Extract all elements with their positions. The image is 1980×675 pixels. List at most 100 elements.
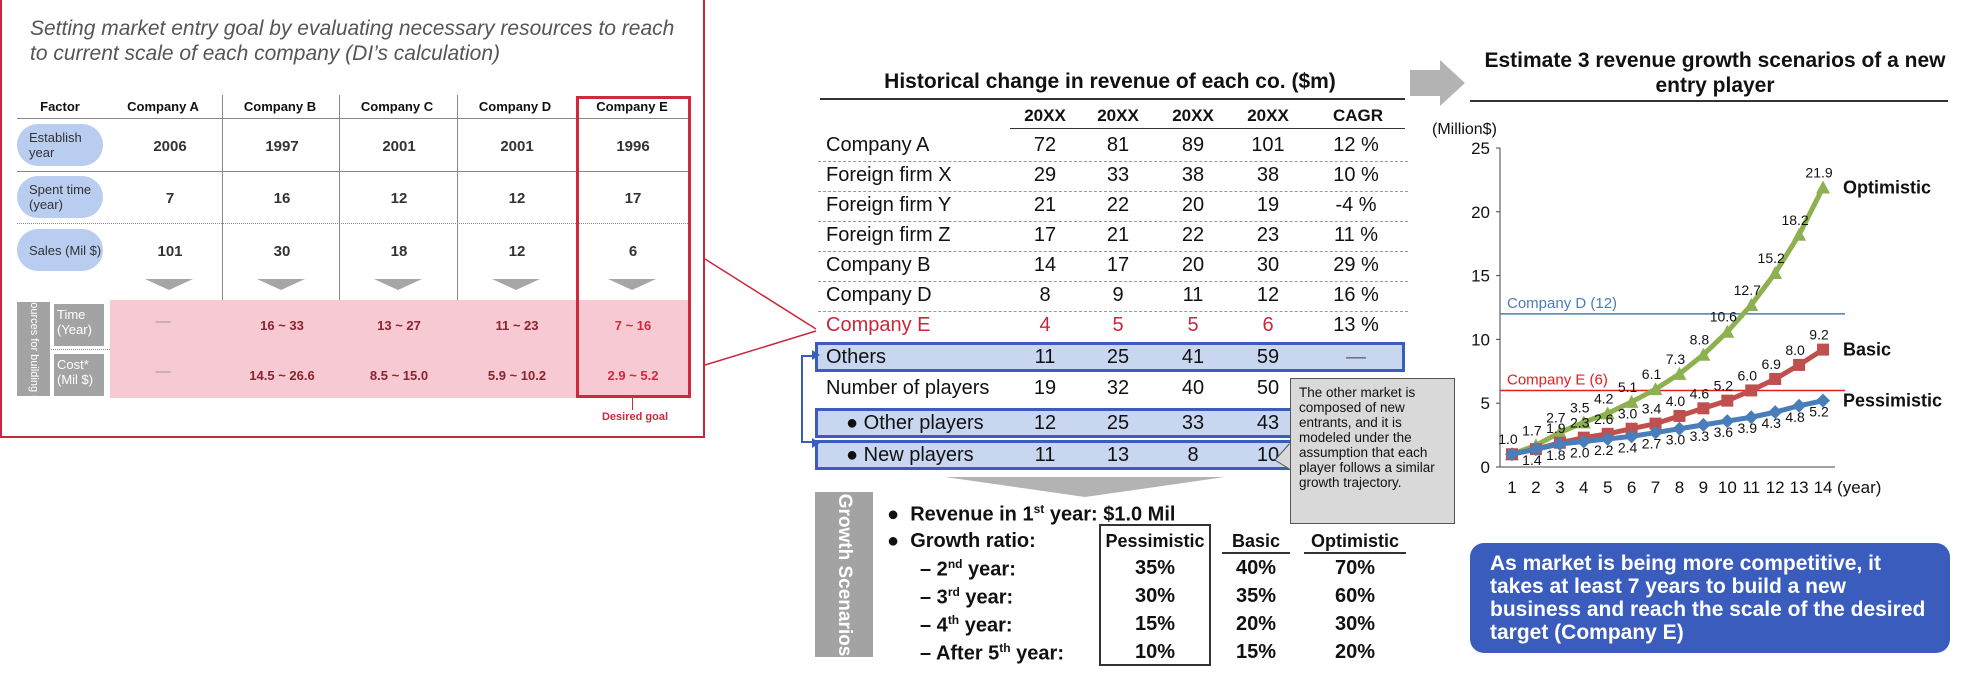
data-point: [1721, 394, 1734, 407]
cell: 6: [1262, 314, 1274, 336]
cell: 50: [1256, 377, 1280, 399]
row-label: Company B: [826, 254, 931, 276]
cell: 30: [1256, 254, 1280, 276]
y-tick-label: 0: [1481, 458, 1490, 477]
data-label: 2.7: [1546, 410, 1566, 426]
cell-cagr: 10 %: [1333, 164, 1379, 186]
col-header: 20XX: [1024, 106, 1066, 125]
cell-cagr: 13 %: [1333, 314, 1379, 336]
cell: 33: [1106, 164, 1130, 186]
data-point: [1792, 398, 1807, 413]
cell: 59: [1256, 346, 1280, 368]
ratio-row-label: – 4th year:: [920, 613, 1013, 637]
establish-year-b: 1997: [265, 138, 299, 155]
data-label: 3.5: [1570, 399, 1590, 415]
cell-cagr: 12 %: [1333, 134, 1379, 156]
row-label: Company E: [826, 314, 931, 336]
data-label: 3.6: [1714, 424, 1734, 440]
header-rule: [1010, 128, 1405, 129]
cell: 9: [1112, 284, 1124, 306]
table-row-players: Number of players 19 32 40 50: [818, 374, 1408, 404]
spent-time-a: 7: [165, 190, 175, 207]
cell: 22: [1181, 224, 1205, 246]
data-point: [1696, 417, 1711, 432]
data-label: 4.3: [1761, 415, 1781, 431]
cell: 19: [1033, 377, 1057, 399]
data-label: 2.4: [1618, 439, 1638, 455]
cell: 25: [1106, 346, 1130, 368]
data-point: [1768, 405, 1783, 420]
ratio-cell: 20%: [1334, 641, 1376, 663]
cell: 29: [1033, 164, 1057, 186]
data-label: 3.4: [1642, 401, 1662, 417]
data-label: 1.9: [1546, 420, 1566, 436]
data-label: 18.2: [1781, 212, 1808, 228]
x-tick-label: 10: [1718, 478, 1737, 497]
y-tick-label: 5: [1481, 394, 1490, 413]
data-point: [1720, 324, 1735, 338]
data-label: 5.2: [1714, 378, 1734, 394]
sales-b: 30: [273, 243, 291, 260]
data-label: 3.0: [1666, 432, 1686, 448]
sales-a: 101: [157, 243, 183, 260]
data-point: [1672, 421, 1687, 436]
cost-d: 5.9 ~ 10.2: [487, 368, 547, 383]
cell: 101: [1251, 134, 1285, 156]
establish-year-a: 2006: [153, 138, 187, 155]
desired-goal-label: Desired goal: [601, 411, 669, 423]
header-company-e: Company E: [596, 99, 668, 114]
arrow-right-icon: [812, 350, 820, 360]
cell: 8: [1039, 284, 1051, 306]
establish-year-e: 1996: [616, 138, 650, 155]
data-point: [1816, 180, 1831, 194]
data-label: 6.1: [1642, 366, 1662, 382]
cell: 38: [1256, 164, 1280, 186]
row-rule: [17, 171, 690, 172]
cell: 32: [1106, 377, 1130, 399]
ratio-cell: 10%: [1134, 641, 1176, 663]
table-row: Foreign firm X 29 33 38 38 10 %: [818, 161, 1408, 192]
cell: 12: [1033, 412, 1057, 434]
header-company-d: Company D: [478, 99, 552, 114]
others-bracket: [801, 355, 815, 443]
pessimistic-box: [1099, 524, 1211, 666]
arrow-right-icon: [1410, 60, 1465, 106]
row-rule: [17, 223, 690, 224]
label-spent-time: Spent time (year): [17, 176, 103, 218]
ratio-cell: 20%: [1235, 613, 1277, 635]
column-divider: [339, 95, 340, 398]
arrow-right-icon: [812, 438, 820, 448]
cell-cagr: —: [1346, 346, 1366, 368]
conclusion-note: As market is being more competitive, it …: [1470, 543, 1950, 653]
data-label: 6.0: [1738, 367, 1758, 383]
growth-ratio-label: ● Growth ratio:: [887, 530, 1036, 552]
data-point: [1624, 429, 1639, 444]
series-name-label: Optimistic: [1843, 178, 1931, 198]
revenue-table-title: Historical change in revenue of each co.…: [884, 70, 1336, 93]
x-tick-label: 9: [1699, 478, 1708, 497]
cell: 21: [1106, 224, 1130, 246]
series-name-label: Basic: [1843, 340, 1891, 360]
header-basic: Basic: [1231, 531, 1281, 551]
data-label: 1.4: [1522, 452, 1542, 468]
growth-scenarios-box: Growth Scenarios: [815, 492, 873, 657]
reference-line-label: Company D (12): [1507, 295, 1617, 312]
row-label: Others: [826, 346, 887, 368]
x-tick-label: 3: [1555, 478, 1564, 497]
data-point: [1528, 442, 1543, 457]
x-tick-label: 6: [1627, 478, 1636, 497]
cost-e: 2.9 ~ 5.2: [607, 368, 659, 383]
spent-time-d: 12: [508, 190, 526, 207]
data-label: 3.9: [1738, 420, 1758, 436]
y-tick-label: 25: [1471, 139, 1490, 158]
cost-b: 14.5 ~ 26.6: [249, 368, 315, 383]
data-label: 2.2: [1594, 442, 1614, 458]
cell: 38: [1181, 164, 1205, 186]
establish-year-c: 2001: [382, 138, 416, 155]
ratio-row-label: – 2nd year:: [920, 557, 1016, 581]
cell-cagr: 16 %: [1333, 284, 1379, 306]
cell: 11: [1034, 444, 1056, 466]
row-label: Foreign firm X: [826, 164, 952, 186]
data-label: 2.7: [1642, 436, 1662, 452]
data-label: 3.3: [1690, 428, 1710, 444]
